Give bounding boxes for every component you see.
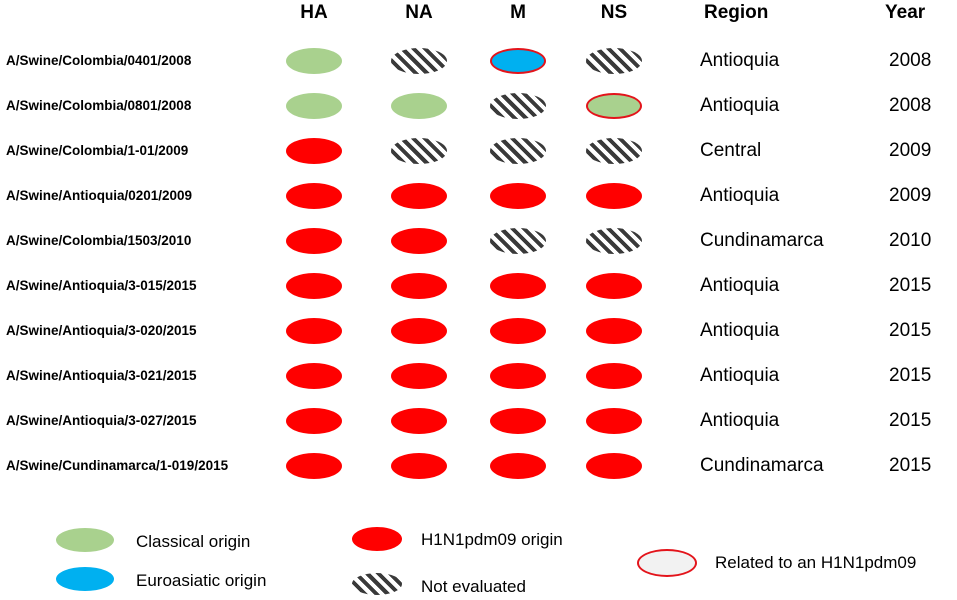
region-value: Antioquia <box>700 275 780 296</box>
ha-segment-marker <box>286 183 342 209</box>
strain-name: A/Swine/Colombia/0401/2008 <box>6 53 192 68</box>
region-value: Central <box>700 140 762 161</box>
na-segment-marker <box>391 228 447 254</box>
ns-segment-marker <box>586 183 642 209</box>
strain-name: A/Swine/Antioquia/3-020/2015 <box>6 323 197 338</box>
strain-name: A/Swine/Cundinamarca/1-019/2015 <box>6 458 229 473</box>
strain-name: A/Swine/Colombia/1503/2010 <box>6 233 192 248</box>
region-value: Antioquia <box>700 320 780 341</box>
region-value: Antioquia <box>700 50 780 71</box>
ns-segment-marker <box>586 453 642 479</box>
year-value: 2009 <box>889 140 932 161</box>
legend-classical-swatch <box>56 528 114 552</box>
m-segment-marker <box>490 183 546 209</box>
year-value: 2015 <box>889 365 932 386</box>
ha-segment-marker <box>286 408 342 434</box>
ha-segment-marker <box>286 273 342 299</box>
ha-segment-marker <box>286 138 342 164</box>
na-segment-marker <box>391 93 447 119</box>
m-segment-marker <box>490 138 546 164</box>
year-value: 2008 <box>889 50 932 71</box>
legend-classical-label: Classical origin <box>136 532 251 551</box>
region-value: Antioquia <box>700 185 780 206</box>
na-segment-marker <box>391 453 447 479</box>
m-segment-marker <box>490 408 546 434</box>
m-segment-marker <box>490 273 546 299</box>
region-value: Antioquia <box>700 410 780 431</box>
ns-segment-marker <box>586 93 642 119</box>
legend-related-swatch <box>637 549 697 577</box>
ns-segment-marker <box>586 318 642 344</box>
legend-related-label: Related to an H1N1pdm09 <box>715 553 917 572</box>
ns-segment-marker <box>586 273 642 299</box>
ns-segment-marker <box>586 363 642 389</box>
legend-not-evaluated-label: Not evaluated <box>421 577 526 596</box>
na-segment-marker <box>391 48 447 74</box>
year-value: 2015 <box>889 455 932 476</box>
header-year: Year <box>885 2 926 23</box>
ns-segment-marker <box>586 228 642 254</box>
ns-segment-marker <box>586 48 642 74</box>
m-segment-marker <box>490 363 546 389</box>
ha-segment-marker <box>286 453 342 479</box>
m-segment-marker <box>490 453 546 479</box>
header-na: NA <box>405 2 433 23</box>
year-value: 2015 <box>889 410 932 431</box>
na-segment-marker <box>391 363 447 389</box>
region-value: Antioquia <box>700 365 780 386</box>
na-segment-marker <box>391 273 447 299</box>
ha-segment-marker <box>286 93 342 119</box>
ns-segment-marker <box>586 408 642 434</box>
year-value: 2015 <box>889 275 932 296</box>
strain-name: A/Swine/Antioquia/3-021/2015 <box>6 368 197 383</box>
na-segment-marker <box>391 408 447 434</box>
legend-h1n1pdm09-label: H1N1pdm09 origin <box>421 530 563 549</box>
strain-name: A/Swine/Colombia/1-01/2009 <box>6 143 189 158</box>
strain-name: A/Swine/Colombia/0801/2008 <box>6 98 192 113</box>
region-value: Cundinamarca <box>700 230 824 251</box>
na-segment-marker <box>391 138 447 164</box>
ha-segment-marker <box>286 363 342 389</box>
region-value: Antioquia <box>700 95 780 116</box>
legend-euroasiatic-swatch <box>56 567 114 591</box>
header-region: Region <box>704 2 769 23</box>
year-value: 2009 <box>889 185 932 206</box>
m-segment-marker <box>490 228 546 254</box>
year-value: 2010 <box>889 230 932 251</box>
m-segment-marker <box>490 93 546 119</box>
ha-segment-marker <box>286 48 342 74</box>
strain-name: A/Swine/Antioquia/0201/2009 <box>6 188 193 203</box>
legend-not-evaluated-swatch <box>352 573 402 595</box>
strain-name: A/Swine/Antioquia/3-027/2015 <box>6 413 197 428</box>
region-value: Cundinamarca <box>700 455 824 476</box>
ha-segment-marker <box>286 318 342 344</box>
legend-h1n1pdm09-swatch <box>352 527 402 551</box>
year-value: 2015 <box>889 320 932 341</box>
header-m: M <box>510 2 526 23</box>
ns-segment-marker <box>586 138 642 164</box>
strain-name: A/Swine/Antioquia/3-015/2015 <box>6 278 197 293</box>
na-segment-marker <box>391 318 447 344</box>
legend-euroasiatic-label: Euroasiatic origin <box>136 571 267 590</box>
na-segment-marker <box>391 183 447 209</box>
ha-segment-marker <box>286 228 342 254</box>
m-segment-marker <box>490 318 546 344</box>
year-value: 2008 <box>889 95 932 116</box>
m-segment-marker <box>490 48 546 74</box>
header-ns: NS <box>600 2 628 23</box>
header-ha: HA <box>300 2 328 23</box>
